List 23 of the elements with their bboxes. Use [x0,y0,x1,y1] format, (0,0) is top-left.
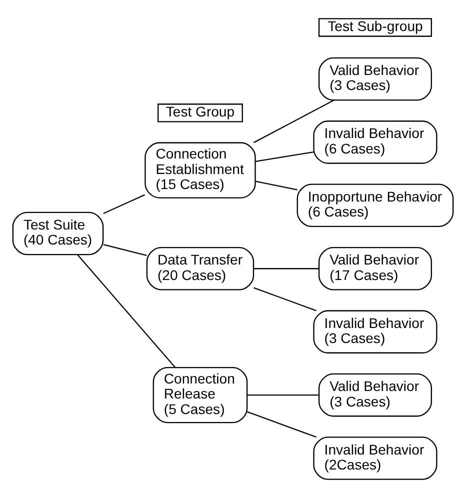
connector [103,244,147,256]
connector [247,411,316,438]
node-box: Valid Behavior (3 Cases) [318,373,432,417]
node-box: Invalid Behavior (2Cases) [313,436,438,480]
node-box: Valid Behavior (17 Cases) [318,246,432,290]
connector [253,287,316,312]
node-box: Inopportune Behavior (6 Cases) [296,184,454,228]
node-box: Invalid Behavior (6 Cases) [313,120,438,164]
connector [255,180,298,190]
node-box: Test Group [158,104,243,122]
connector [247,394,319,396]
node-box: Test Suite (40 Cases) [12,212,104,256]
node-box: Valid Behavior (3 Cases) [318,57,432,101]
connector [255,151,314,162]
node-box: Connection Release (5 Cases) [152,366,248,424]
connector [77,254,176,368]
node-box: Connection Establishment (15 Cases) [144,142,256,198]
node-box: Test Sub-group [318,18,432,37]
connector [103,194,146,214]
node-box: Invalid Behavior (3 Cases) [313,310,438,354]
connector [253,100,334,144]
connector [254,268,319,270]
node-box: Data Transfer (20 Cases) [146,246,254,290]
